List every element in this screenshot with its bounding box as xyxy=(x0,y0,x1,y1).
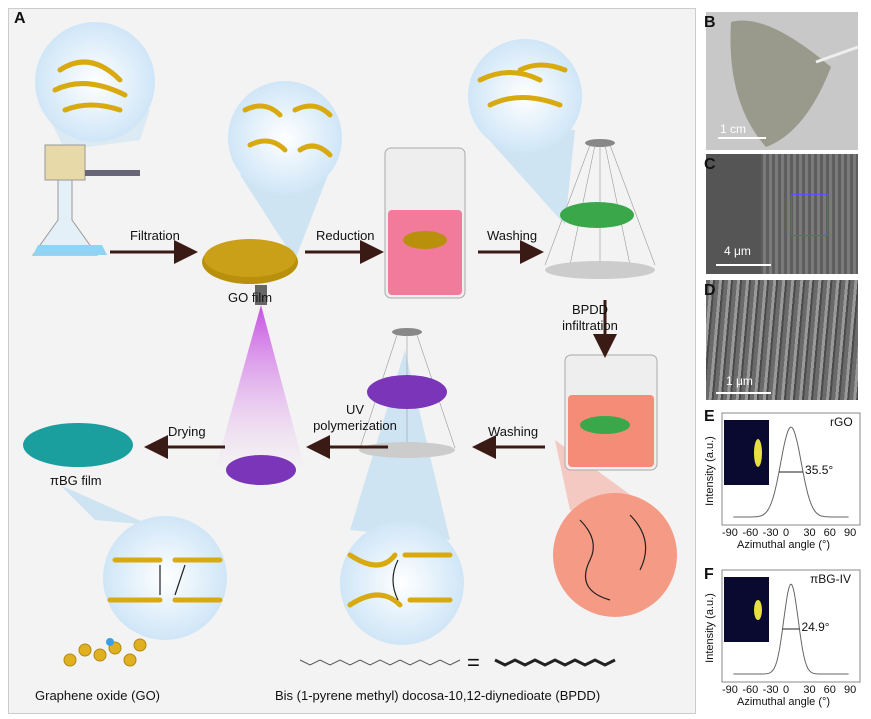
washed-film-green xyxy=(560,202,634,228)
bpdd-ball-model xyxy=(494,658,616,667)
waxs-spot-f xyxy=(754,600,762,620)
step-reduction: Reduction xyxy=(316,228,375,243)
step-filtration: Filtration xyxy=(130,228,180,243)
waxs-charts xyxy=(721,412,861,683)
scale-c: 4 μm xyxy=(724,244,751,258)
x-tick-e: 60 xyxy=(823,527,836,539)
waxs-pattern-e xyxy=(724,420,769,485)
sem-panel-c: 4 μm xyxy=(706,154,858,274)
waxs-spot-e xyxy=(754,439,762,467)
x-tick-e: -30 xyxy=(762,527,779,539)
go-film-structure-circle xyxy=(228,81,342,195)
step-polymerization: polymerization xyxy=(313,418,397,433)
x-tick-f: 90 xyxy=(844,684,857,696)
step-infiltration: infiltration xyxy=(562,318,618,333)
go-film-label: GO film xyxy=(228,290,273,305)
step-uv: UV xyxy=(345,402,365,417)
x-tick-e: -60 xyxy=(742,527,759,539)
scale-b: 1 cm xyxy=(720,122,747,136)
panel-label-c: C xyxy=(704,156,716,173)
step-bpdd: BPDD xyxy=(571,302,609,317)
scale-d: 1 μm xyxy=(726,374,753,388)
step-washing-2: Washing xyxy=(488,424,539,439)
x-tick-f: -90 xyxy=(722,684,738,696)
photo-panel-b: 1 cm xyxy=(706,12,858,150)
y-axis-label-e: Intensity (a.u.) xyxy=(704,436,716,506)
series-label-f: πBG-IV xyxy=(810,572,851,586)
panel-label-a: A xyxy=(14,10,26,27)
x-axis-label-e: Azimuthal angle (°) xyxy=(737,539,831,551)
x-tick-f: 0 xyxy=(783,684,790,696)
x-tick-f: -60 xyxy=(742,684,759,696)
bpdd-solution-circle xyxy=(553,493,677,617)
x-tick-e: 90 xyxy=(844,527,857,539)
x-tick-e: -90 xyxy=(722,527,738,539)
go-structure-circle xyxy=(35,22,155,142)
bpdd-rgo-structure-circle xyxy=(340,521,464,645)
equals-sign: = xyxy=(467,650,480,675)
sem-panel-d: 1 μm xyxy=(706,280,858,400)
series-label-e: rGO xyxy=(830,415,853,429)
panel-label-b: B xyxy=(704,14,716,31)
x-tick-f: -30 xyxy=(762,684,779,696)
pibg-film xyxy=(23,423,133,467)
curve-f xyxy=(733,583,849,675)
x-tick-f: 30 xyxy=(803,684,816,696)
x-axis-label-f: Azimuthal angle (°) xyxy=(737,696,831,708)
x-tick-e: 0 xyxy=(783,527,790,539)
step-washing-1: Washing xyxy=(487,228,538,243)
bpdd-caption: Bis (1-pyrene methyl) docosa-10,12-diyne… xyxy=(275,688,601,703)
panel-label-d: D xyxy=(704,282,716,299)
fwhm-label-e: 35.5° xyxy=(805,463,834,477)
curve-e xyxy=(733,426,849,518)
x-tick-e: 30 xyxy=(803,527,816,539)
panel-label-e: E xyxy=(704,408,715,425)
polymerizing-film xyxy=(367,375,447,409)
x-tick-f: 60 xyxy=(823,684,836,696)
pibg-film-label: πBG film xyxy=(50,473,102,488)
schematic xyxy=(23,22,677,667)
step-drying: Drying xyxy=(168,424,206,439)
fwhm-label-f: 24.9° xyxy=(801,620,830,634)
panel-label-f: F xyxy=(704,566,714,583)
waxs-pattern-f xyxy=(724,577,769,642)
y-axis-label-f: Intensity (a.u.) xyxy=(704,593,716,663)
pibg-structure-circle xyxy=(103,516,227,640)
bpdd-structure xyxy=(299,659,461,666)
purple-film xyxy=(226,455,296,485)
go-caption: Graphene oxide (GO) xyxy=(35,688,161,703)
